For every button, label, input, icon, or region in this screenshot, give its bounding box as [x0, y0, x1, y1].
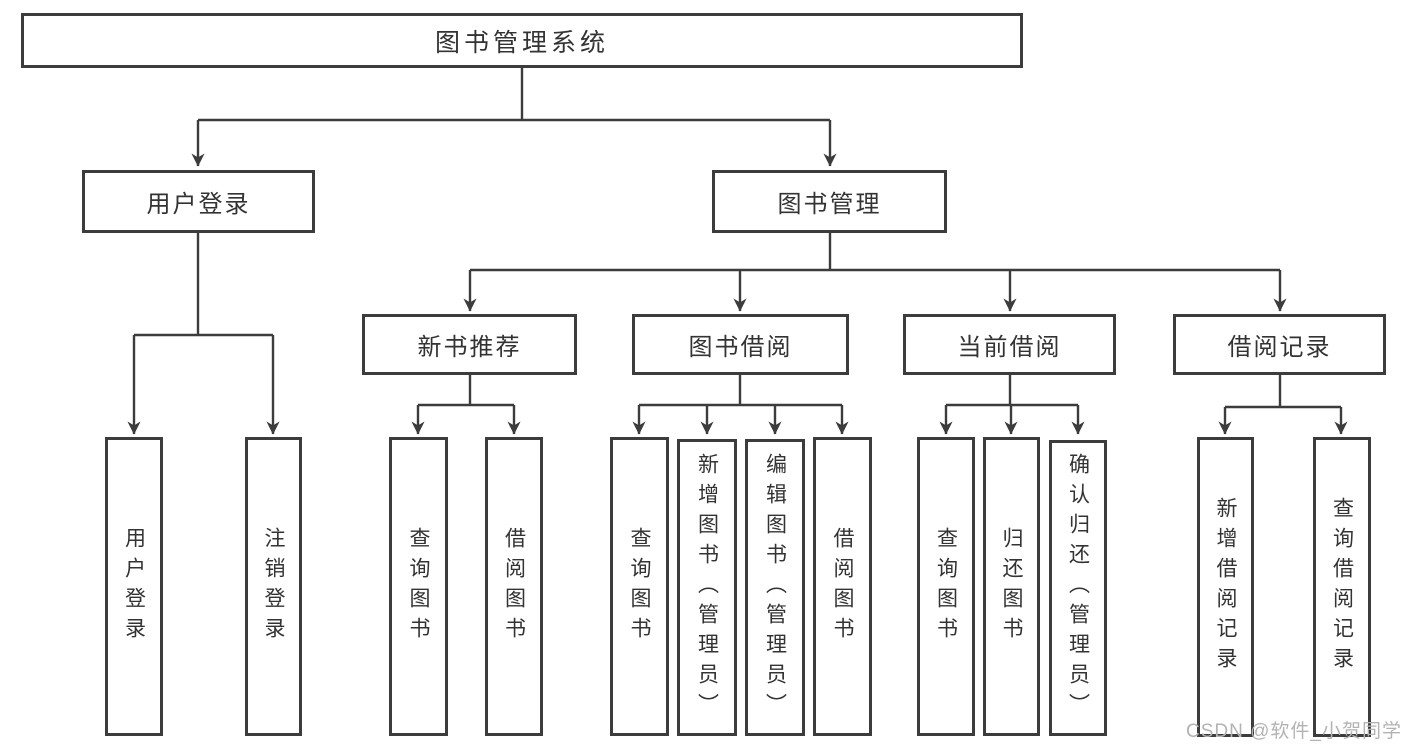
- node-newrec-borrow-books: 借阅图书: [485, 437, 543, 736]
- node-leaf-user-login: 用户登录: [105, 437, 163, 736]
- node-borrow-borrow-books: 借阅图书: [813, 437, 872, 736]
- node-user-login: 用户登录: [82, 170, 315, 233]
- node-new-book-recommend: 新书推荐: [362, 314, 577, 375]
- node-records-add-record: 新增借阅记录: [1197, 437, 1254, 737]
- leaf-label: 查询图书: [934, 526, 958, 647]
- node-book-management: 图书管理: [712, 170, 947, 233]
- leaf-label: 借阅图书: [831, 526, 854, 647]
- leaf-label: 新增图书（管理员）: [695, 452, 719, 723]
- leaf-label: 查询图书: [628, 526, 651, 647]
- leaf-label: 查询借阅记录: [1330, 497, 1354, 677]
- leaf-label: 编辑图书（管理员）: [763, 452, 787, 723]
- leaf-label: 借阅图书: [502, 526, 526, 647]
- node-leaf-logout: 注销登录: [245, 437, 302, 736]
- csdn-watermark: CSDN @软件_小贺同学: [1186, 721, 1402, 742]
- leaf-label: 归还图书: [1000, 526, 1023, 647]
- node-borrow-query-books: 查询图书: [610, 437, 669, 736]
- node-borrow-add-books-admin: 新增图书（管理员）: [677, 439, 737, 736]
- leaf-label: 新增借阅记录: [1214, 497, 1237, 677]
- leaf-label: 确认归还（管理员）: [1066, 453, 1090, 723]
- node-current-return-books: 归还图书: [983, 437, 1040, 736]
- node-current-query-books: 查询图书: [917, 437, 975, 736]
- node-newrec-query-books: 查询图书: [389, 437, 448, 736]
- node-book-borrow: 图书借阅: [632, 314, 849, 375]
- leaf-label: 查询图书: [407, 526, 430, 647]
- node-root: 图书管理系统: [21, 13, 1023, 68]
- node-current-confirm-return-admin: 确认归还（管理员）: [1049, 440, 1107, 736]
- leaf-label: 注销登录: [262, 526, 285, 647]
- node-records-query-record: 查询借阅记录: [1313, 437, 1371, 737]
- node-current-borrow: 当前借阅: [903, 314, 1116, 375]
- leaf-label: 用户登录: [122, 526, 146, 647]
- node-borrow-records: 借阅记录: [1173, 314, 1386, 375]
- node-borrow-edit-books-admin: 编辑图书（管理员）: [745, 439, 805, 736]
